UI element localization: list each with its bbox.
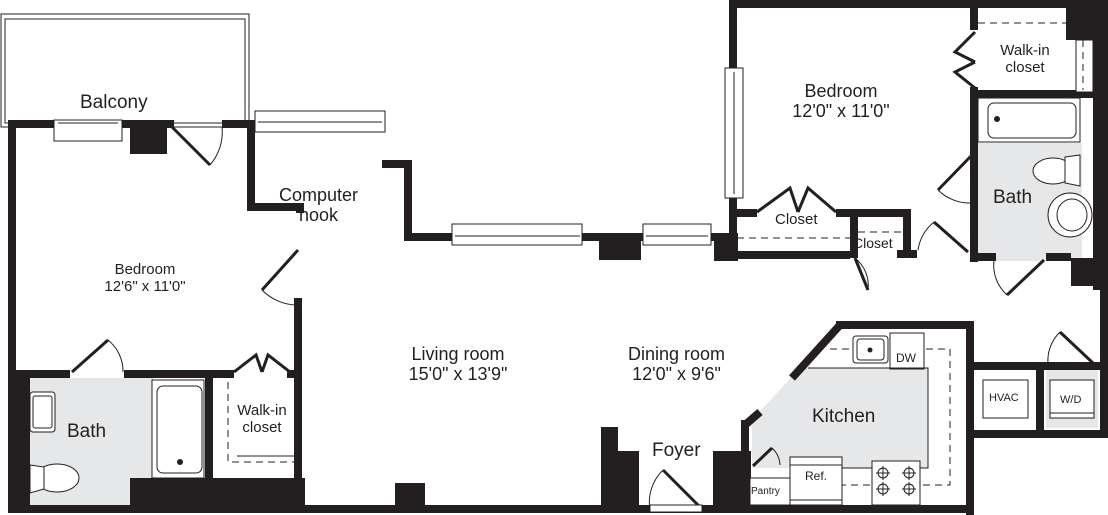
dishwasher-label: DW (896, 351, 916, 365)
dining-room-label: Dining room 12'0" x 9'6" (614, 344, 739, 385)
bath-left-label: Bath (67, 421, 107, 442)
walkin-closet-left-label: Walk-in closet (236, 402, 288, 436)
living-room-label: Living room 15'0" x 13'9" (393, 344, 523, 385)
doors (71, 30, 1096, 513)
pantry-label: Pantry (751, 486, 780, 497)
kitchen-label: Kitchen (812, 406, 876, 427)
dashed-lines (227, 22, 1084, 486)
walkin-closet-right-line1: Walk-in (1000, 42, 1050, 59)
closet-b-label: Closet (853, 235, 893, 251)
refrigerator-label: Ref. (805, 469, 828, 483)
living-room-name: Living room (411, 344, 505, 364)
kitchen-diagonal-walls (742, 322, 843, 429)
walkin-closet-right-line2: closet (1005, 58, 1045, 76)
computer-nook-name-line2: nook (298, 204, 339, 225)
living-room-dimensions: 15'0" x 13'9" (408, 363, 508, 384)
computer-nook-name-line1: Computer (279, 185, 359, 205)
dining-room-name: Dining room (627, 344, 726, 364)
walkin-closet-right-label: Walk-in closet (995, 42, 1055, 76)
bedroom-left-label: Bedroom 12'6" x 11'0" (85, 261, 205, 295)
computer-nook-label: Computer nook (279, 185, 359, 226)
balcony-label: Balcony (80, 92, 148, 113)
walkin-closet-left-line1: Walk-in (237, 402, 287, 419)
windows (53, 39, 1094, 246)
bath-right-label: Bath (993, 187, 1033, 208)
hvac-label: HVAC (989, 392, 1019, 404)
fixtures (29, 97, 1095, 506)
bedroom-right-name: Bedroom (804, 81, 878, 101)
foyer-label: Foyer (652, 440, 701, 461)
walkin-closet-left-line2: closet (242, 418, 282, 436)
bedroom-left-name: Bedroom (114, 261, 176, 278)
bedroom-right-label: Bedroom 12'0" x 11'0" (766, 81, 916, 122)
bedroom-right-dimensions: 12'0" x 11'0" (792, 100, 890, 121)
washer-dryer-label: W/D (1060, 394, 1082, 406)
bedroom-left-dimensions: 12'6" x 11'0" (104, 277, 186, 295)
closet-a-label: Closet (775, 211, 818, 228)
dining-room-dimensions: 12'0" x 9'6" (632, 363, 721, 384)
walls (8, 0, 1108, 515)
